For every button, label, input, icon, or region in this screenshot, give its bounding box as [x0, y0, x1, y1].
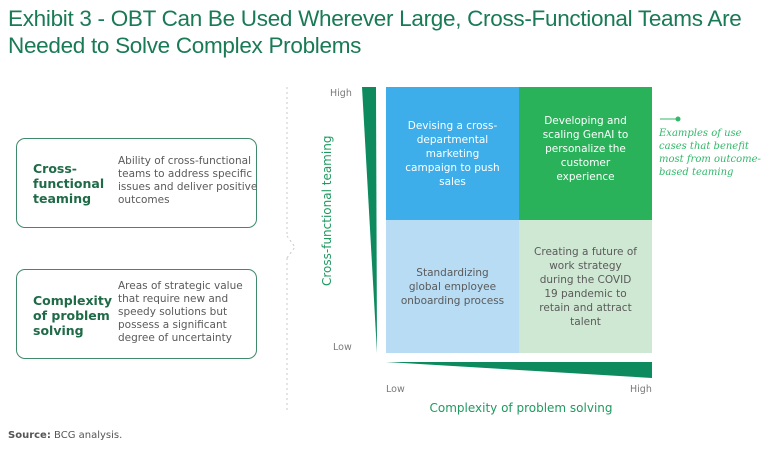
x-axis-label: Complexity of problem solving	[429, 401, 613, 415]
x-axis-high-tick: High	[630, 384, 652, 395]
divider-chevron-icon	[286, 235, 296, 259]
definition-description: Ability of cross-functional teams to add…	[118, 155, 258, 206]
quadrant-text: Creating a future of work strategy durin…	[534, 245, 637, 328]
source-note: Source: BCG analysis.	[8, 430, 122, 441]
x-axis-wedge	[386, 362, 652, 378]
definition-box-cross-functional-teaming: Cross-functional teaming Ability of cros…	[16, 138, 257, 228]
y-axis-high-tick: High	[330, 88, 352, 99]
exhibit-title: Exhibit 3 - OBT Can Be Used Wherever Lar…	[8, 6, 742, 58]
definition-description: Areas of strategic value that require ne…	[118, 280, 243, 344]
definition-term: Complexity of problem solving	[33, 293, 112, 338]
quadrant-top-left: Devising a cross-departmental marketing …	[386, 87, 519, 220]
definition-term: Cross-functional teaming	[33, 161, 105, 206]
y-axis-label: Cross-functional teaming	[320, 135, 334, 286]
y-axis-low-tick: Low	[333, 342, 352, 353]
quadrant-bottom-left: Standardizing global employee onboarding…	[386, 220, 519, 353]
quadrant-bottom-right: Creating a future of work strategy durin…	[519, 220, 652, 353]
definition-box-complexity-of-problem-solving: Complexity of problem solving Areas of s…	[16, 269, 257, 359]
source-text: BCG analysis.	[54, 430, 123, 441]
quadrant-text: Devising a cross-departmental marketing …	[405, 119, 500, 188]
quadrant-text: Standardizing global employee onboarding…	[400, 266, 505, 307]
x-axis-low-tick: Low	[386, 384, 405, 395]
y-axis-wedge	[362, 87, 377, 353]
annotation-pointer-dot	[675, 116, 681, 122]
quadrant-text: Developing and scaling GenAI to personal…	[542, 115, 629, 183]
annotation-note: Examples of use cases that benefit most …	[659, 128, 761, 178]
source-label: Source:	[8, 430, 51, 441]
quadrant-top-right: Developing and scaling GenAI to personal…	[519, 87, 652, 220]
